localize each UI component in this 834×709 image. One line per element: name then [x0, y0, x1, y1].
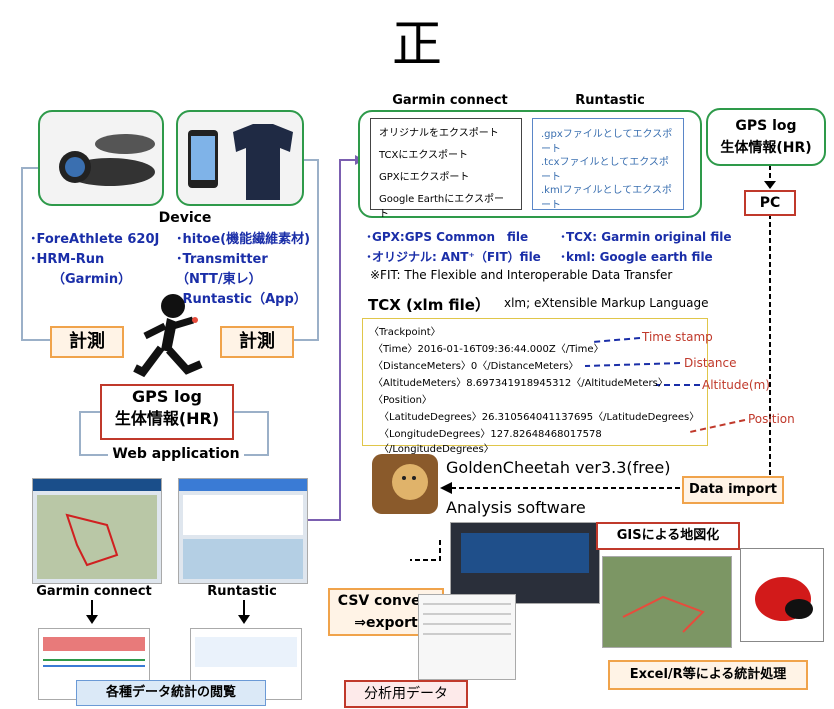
xml-line: 〈LatitudeDegrees〉26.310564041137695〈/Lat… [379, 412, 700, 423]
loop-right [290, 159, 319, 341]
arrow-down-runtastic-head [238, 615, 250, 624]
annotation-altitude: Altitude(m) [702, 378, 770, 392]
web-application-label: Web application [112, 446, 240, 462]
export-col1-item: Google Earthにエクスポート [379, 194, 504, 220]
export-table-box [358, 110, 702, 218]
device-garmin-line3: （Garmin） [52, 272, 132, 287]
dash-gc-csv [410, 540, 441, 561]
tcx-xml-box: 〈Trackpoint〉 〈Time〉2016-01-16T09:36:44.0… [362, 318, 708, 455]
xml-line: 〈DistanceMeters〉0〈/DistanceMeters〉 [373, 361, 579, 372]
format-fit: ･オリジナル: ANT⁺（FIT）file [366, 250, 541, 264]
smartphone-shirt-icon [188, 124, 293, 200]
analysis-data-label: 分析用データ [344, 680, 468, 708]
export-col2-header: Runtastic [575, 93, 645, 108]
gps-pc-line2: 生体情報(HR) [720, 140, 812, 156]
tcx-subheading: xlm; eXtensible Markup Language [504, 296, 709, 310]
scatter-plot-screenshot [740, 548, 824, 642]
format-tcx: ･TCX: Garmin original file [560, 230, 732, 244]
csv-line1: CSV convert [337, 593, 435, 609]
dash-gps-pc-head [764, 181, 776, 189]
runner-icon [133, 294, 203, 378]
device-hitoe-line3: （NTT/東レ） [176, 272, 262, 287]
export-col2-item: .tcxファイルとしてエクスポート [541, 157, 669, 183]
gps-log-line1: GPS log [132, 387, 202, 406]
arrow-down-garmin-head [86, 615, 98, 624]
gps-pc-line1: GPS log [735, 118, 797, 134]
garmin-connect-screenshot [32, 478, 162, 584]
xml-line: 〈LongitudeDegrees〉127.82648468017578〈/Lo… [379, 429, 602, 455]
csv-table-screenshot [418, 594, 516, 680]
excel-r-label: Excel/R等による統計処理 [608, 660, 808, 690]
annotation-distance: Distance [684, 356, 737, 370]
purple-link [300, 159, 355, 521]
page-title: 正 [392, 15, 442, 73]
device-hitoe-line1: ･hitoe(機能繊維素材) [176, 232, 311, 247]
export-col2-list: .gpxファイルとしてエクスポート .tcxファイルとしてエクスポート .kml… [532, 118, 684, 211]
format-gpx: ･GPX:GPS Common file [366, 230, 529, 244]
format-kml: ･kml: Google earth file [560, 250, 713, 264]
export-col1-item: オリジナルをエクスポート [379, 128, 499, 139]
export-col2-item: .gpxファイルとしてエクスポート [541, 129, 673, 155]
export-col1-item: TCXにエクスポート [379, 150, 469, 161]
annotation-time-stamp: Time stamp [642, 330, 713, 344]
xml-line: 〈Trackpoint〉 [369, 327, 441, 338]
measure-right: 計測 [220, 326, 294, 358]
gps-log-line2: 生体情報(HR) [114, 409, 220, 428]
xml-line: 〈Position〉 [373, 395, 432, 406]
device-garmin-line1: ･ForeAthlete 620J [30, 232, 160, 247]
tcx-heading: TCX (xlm file） [368, 296, 490, 314]
map-route-icon [65, 513, 119, 567]
gis-label: GISによる地図化 [596, 522, 740, 550]
xml-line: 〈Time〉2016-01-16T09:36:44.000Z〈/Time〉 [373, 344, 604, 355]
loop-left [21, 167, 50, 341]
golden-cheetah-logo [372, 454, 438, 514]
garmin-connect-label: Garmin connect [36, 584, 152, 599]
data-import-label: Data import [682, 476, 784, 504]
csv-line2: ⇒export [354, 615, 418, 631]
arrow-web-right [232, 411, 269, 456]
scatter-dots-icon [755, 577, 813, 621]
xml-line: 〈AltitudeMeters〉8.697341918945312〈/Altit… [373, 378, 668, 389]
hitoe-device-photo [176, 110, 304, 206]
export-col1-list: オリジナルをエクスポート TCXにエクスポート GPXにエクスポート Googl… [370, 118, 522, 220]
device-garmin-line2: ･HRM-Run [30, 252, 105, 267]
export-col1-header: Garmin connect [392, 93, 508, 108]
analysis-software-label: Analysis software [446, 498, 586, 517]
measure-left: 計測 [50, 326, 124, 358]
garmin-device-photo [38, 110, 164, 206]
format-fit-note: ※FIT: The Flexible and Interoperable Dat… [370, 268, 673, 282]
device-hitoe-line2: ･Transmitter [176, 252, 268, 267]
garmin-watch-icon [59, 134, 155, 186]
export-col2-item: .kmlファイルとしてエクスポート [541, 185, 672, 211]
cheetah-icon [392, 464, 428, 500]
gps-log-box: GPS log 生体情報(HR) [100, 384, 234, 440]
runtastic-screenshot [178, 478, 308, 584]
gis-map-screenshot [602, 556, 732, 648]
annot-arrow-distance [584, 362, 681, 367]
annot-arrow-time [591, 337, 641, 343]
golden-cheetah-name: GoldenCheetah ver3.3(free) [446, 458, 671, 477]
runtastic-label: Runtastic [207, 584, 277, 599]
device-heading: Device [158, 210, 212, 226]
annotation-position: Position [748, 412, 795, 426]
gps-pc-box: GPS log 生体情報(HR) [706, 108, 826, 166]
export-col1-item: GPXにエクスポート [379, 172, 470, 183]
pc-box: PC [744, 190, 796, 216]
dash-import-gc-head [440, 482, 452, 494]
stats-view-label: 各種データ統計の閲覧 [76, 680, 266, 706]
device-hitoe-line4: ･Runtastic（App） [176, 292, 307, 307]
gis-route-icon [622, 595, 705, 633]
analysis-software-screenshot [450, 522, 600, 604]
